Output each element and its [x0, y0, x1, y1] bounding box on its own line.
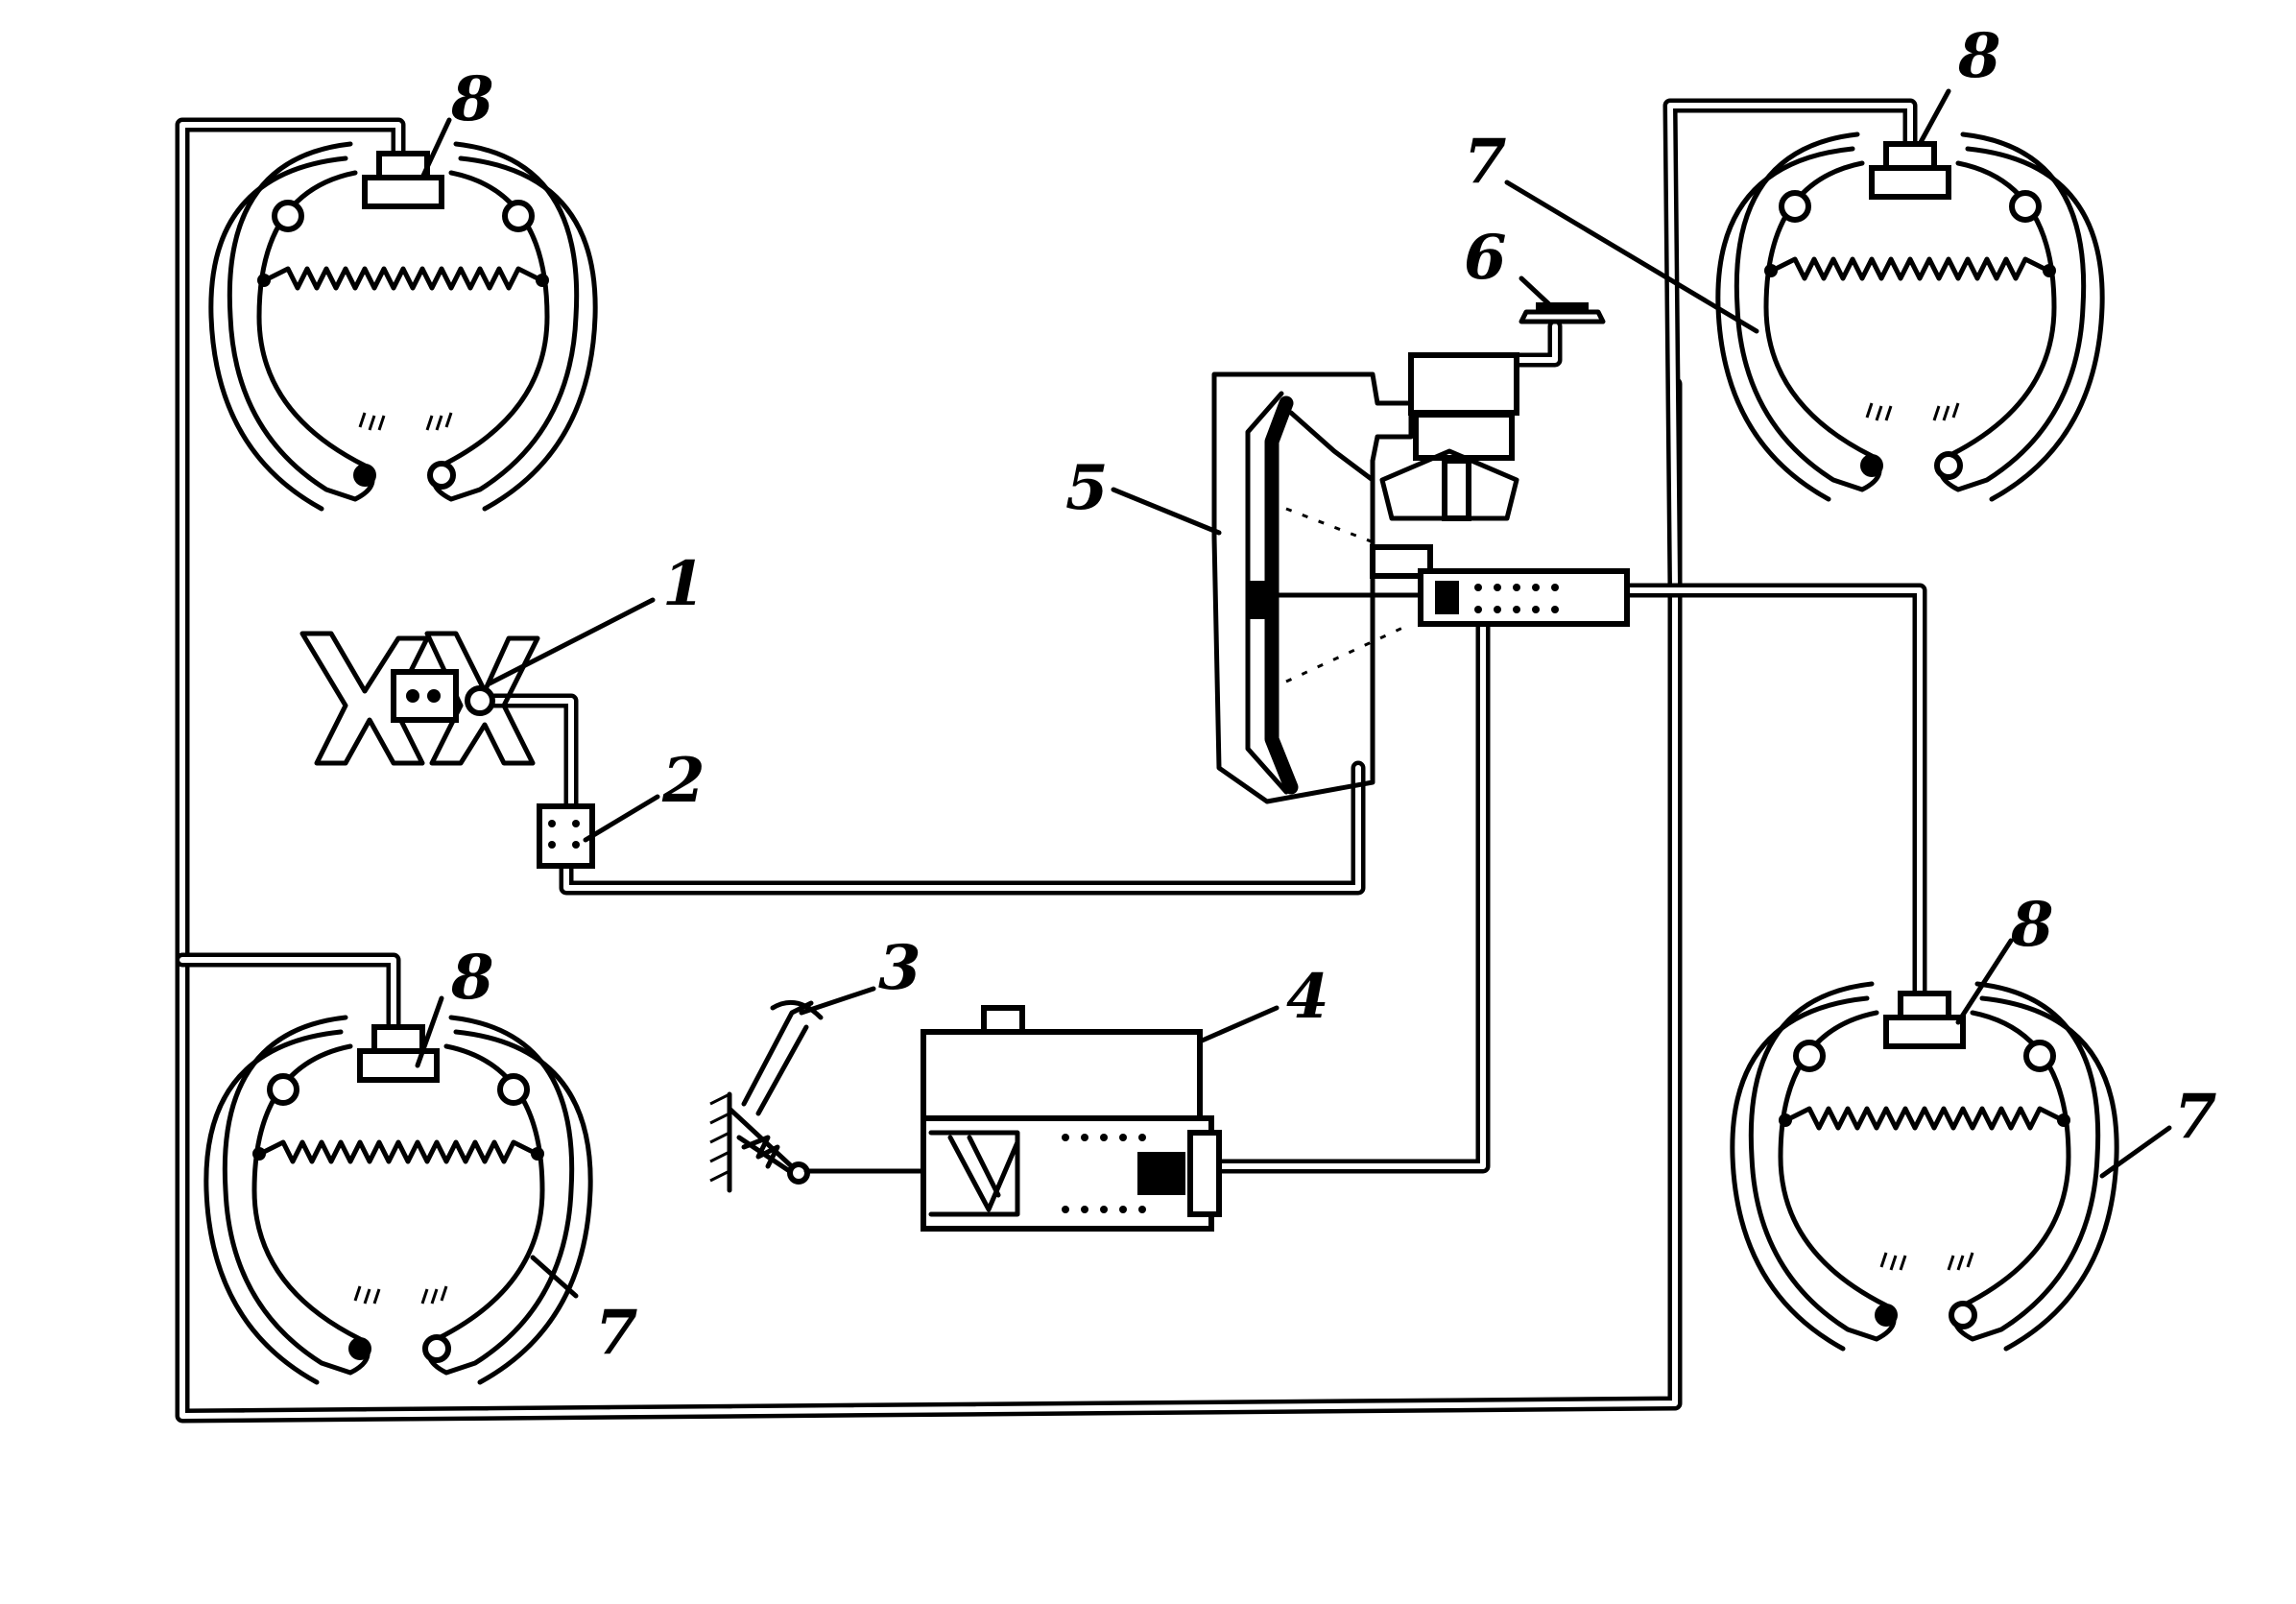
label-1: 1: [662, 548, 706, 620]
leader-lines: [415, 88, 2172, 1299]
label-7-top-right: 7: [1464, 126, 1507, 198]
brake-lines: [175, 98, 1927, 1424]
label-3: 3: [878, 932, 921, 1004]
label-8-bottom-right: 8: [2010, 889, 2054, 961]
vacuum-booster: [1211, 352, 1630, 804]
air-filter: [1519, 302, 1606, 324]
label-7-bottom-right: 7: [2174, 1081, 2217, 1153]
vacuum-filter: [537, 803, 595, 869]
wheel-brake-rear-right: [1733, 984, 2117, 1349]
wheel-brake-front-left: [211, 144, 595, 509]
intake-manifold: [299, 631, 540, 766]
master-cylinder: [921, 1005, 1222, 1232]
label-5: 5: [1065, 452, 1109, 524]
label-4: 4: [1286, 961, 1329, 1033]
label-8-top-right: 8: [1957, 20, 2001, 92]
label-2: 2: [661, 745, 706, 817]
label-8-top-left: 8: [450, 63, 494, 135]
brake-pedal: [709, 999, 934, 1193]
label-6: 6: [1464, 222, 1507, 294]
label-8-bottom-left: 8: [450, 942, 494, 1014]
callout-labels: 1 2 3 4 5 6 7 7 7 8 8 8 8: [450, 20, 2217, 1369]
label-7-bottom-left: 7: [595, 1297, 638, 1369]
wheel-brake-front-right: [1718, 134, 2102, 499]
wheel-brake-rear-left: [206, 1017, 590, 1382]
